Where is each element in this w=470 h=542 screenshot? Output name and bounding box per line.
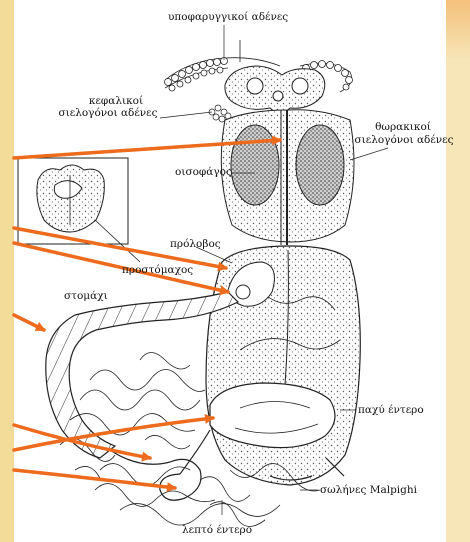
label-small-intestine: λεπτό έντερο xyxy=(182,524,252,536)
label-head-salivary-line1: κεφαλικοί xyxy=(76,95,156,107)
head-region xyxy=(225,66,325,113)
label-proventriculus: προστόμαχος xyxy=(122,264,193,276)
label-stomach: στομάχι xyxy=(64,290,108,302)
label-thoracic-salivary-line1: θωρακικοί xyxy=(368,121,438,133)
small-intestine xyxy=(110,430,210,500)
arrow-to-small-intestine-2 xyxy=(14,470,175,488)
label-malpighian-tubules: σωλήνες Malpighi xyxy=(320,484,417,496)
label-oesophagus: οισοφάγος xyxy=(175,166,232,178)
label-crop: πρόλοβος xyxy=(170,238,221,250)
arrow-to-proventriculus xyxy=(14,243,228,292)
label-thoracic-salivary-line2: σιελογόνοι αδένες xyxy=(346,134,462,146)
thorax xyxy=(221,110,354,245)
label-head-salivary-line2: σιελογόνοι αδένες xyxy=(58,107,158,119)
label-large-intestine: παχύ έντερο xyxy=(358,404,424,416)
label-hypopharyngeal-glands: υποφαρυγγικοί αδένες xyxy=(168,11,288,23)
abdomen xyxy=(206,246,360,485)
arrow-to-stomach xyxy=(14,315,44,330)
